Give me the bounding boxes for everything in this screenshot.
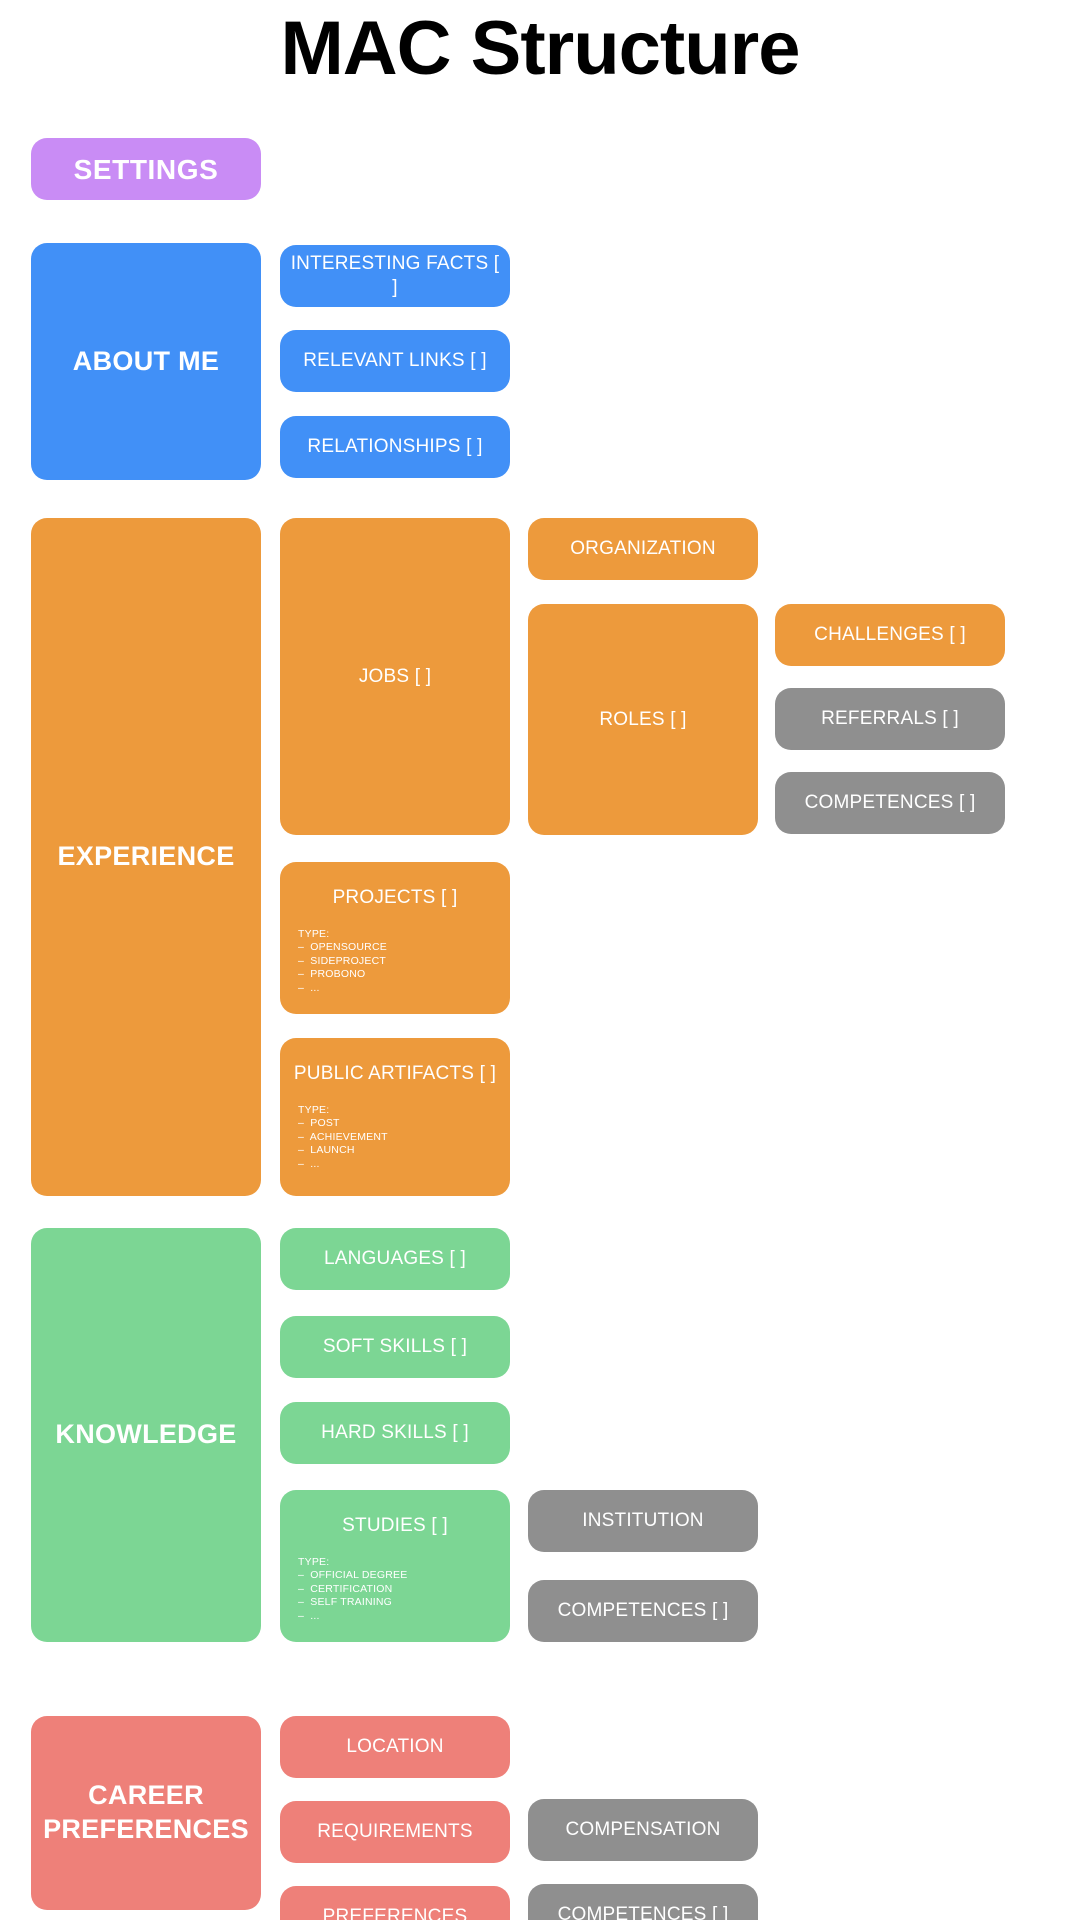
node-relevant-links[interactable]: RELEVANT LINKS [ ] xyxy=(280,330,510,392)
node-requirements-label: REQUIREMENTS xyxy=(317,1821,473,1843)
node-projects-type-item: – PROBONO xyxy=(298,968,366,981)
node-relevant-links-label: RELEVANT LINKS [ ] xyxy=(303,350,487,372)
node-interesting-facts-label: INTERESTING FACTS [ ] xyxy=(290,253,500,298)
node-preferences[interactable]: PREFERENCES xyxy=(280,1886,510,1920)
node-projects-types: TYPE: – OPENSOURCE – SIDEPROJECT – PROBO… xyxy=(280,910,510,996)
node-organization-label: ORGANIZATION xyxy=(570,538,716,560)
node-settings[interactable]: SETTINGS xyxy=(31,138,261,200)
node-projects-label: PROJECTS [ ] xyxy=(332,887,458,908)
node-referrals[interactable]: REFERRALS [ ] xyxy=(775,688,1005,750)
node-competences-experience-label: COMPETENCES [ ] xyxy=(804,792,976,814)
node-public-artifacts-label: PUBLIC ARTIFACTS [ ] xyxy=(293,1063,497,1084)
node-knowledge[interactable]: KNOWLEDGE xyxy=(31,1228,261,1642)
node-projects[interactable]: PROJECTS [ ] TYPE: – OPENSOURCE – SIDEPR… xyxy=(280,862,510,1014)
node-public-artifacts-type-item: – ... xyxy=(298,1157,320,1170)
node-projects-type-item: – OPENSOURCE xyxy=(298,941,387,954)
node-competences-career[interactable]: COMPETENCES [ ] xyxy=(528,1884,758,1920)
node-competences-knowledge-label: COMPETENCES [ ] xyxy=(557,1600,729,1622)
node-institution-label: INSTITUTION xyxy=(582,1510,704,1532)
node-roles-label: ROLES [ ] xyxy=(599,708,687,730)
node-public-artifacts-types: TYPE: – POST – ACHIEVEMENT – LAUNCH – ..… xyxy=(280,1086,510,1172)
node-studies-type-label: TYPE: xyxy=(298,1555,330,1568)
node-knowledge-label: KNOWLEDGE xyxy=(55,1419,237,1450)
node-hard-skills[interactable]: HARD SKILLS [ ] xyxy=(280,1402,510,1464)
node-studies-type-item: – CERTIFICATION xyxy=(298,1582,393,1595)
node-settings-label: SETTINGS xyxy=(73,153,219,185)
node-competences-experience[interactable]: COMPETENCES [ ] xyxy=(775,772,1005,834)
node-soft-skills[interactable]: SOFT SKILLS [ ] xyxy=(280,1316,510,1378)
node-studies-label: STUDIES [ ] xyxy=(342,1515,448,1536)
node-competences-knowledge[interactable]: COMPETENCES [ ] xyxy=(528,1580,758,1642)
node-studies-type-item: – ... xyxy=(298,1609,320,1622)
node-hard-skills-label: HARD SKILLS [ ] xyxy=(321,1422,469,1444)
node-public-artifacts[interactable]: PUBLIC ARTIFACTS [ ] TYPE: – POST – ACHI… xyxy=(280,1038,510,1196)
node-preferences-label: PREFERENCES xyxy=(322,1906,468,1920)
node-studies-type-item: – OFFICIAL DEGREE xyxy=(298,1569,408,1582)
node-institution[interactable]: INSTITUTION xyxy=(528,1490,758,1552)
node-competences-career-label: COMPETENCES [ ] xyxy=(557,1904,729,1920)
node-about-me-label: ABOUT ME xyxy=(72,345,220,376)
node-interesting-facts[interactable]: INTERESTING FACTS [ ] xyxy=(280,245,510,307)
node-referrals-label: REFERRALS [ ] xyxy=(821,708,959,730)
node-requirements[interactable]: REQUIREMENTS xyxy=(280,1801,510,1863)
node-languages-label: LANGUAGES [ ] xyxy=(324,1248,466,1270)
node-experience-label: EXPERIENCE xyxy=(57,841,235,872)
node-career-preferences[interactable]: CAREER PREFERENCES xyxy=(31,1716,261,1910)
node-studies[interactable]: STUDIES [ ] TYPE: – OFFICIAL DEGREE – CE… xyxy=(280,1490,510,1642)
node-compensation-label: COMPENSATION xyxy=(565,1819,721,1841)
node-about-me[interactable]: ABOUT ME xyxy=(31,243,261,480)
node-languages[interactable]: LANGUAGES [ ] xyxy=(280,1228,510,1290)
node-challenges-label: CHALLENGES [ ] xyxy=(814,624,966,646)
node-jobs[interactable]: JOBS [ ] xyxy=(280,518,510,835)
node-public-artifacts-type-label: TYPE: xyxy=(298,1103,330,1116)
node-projects-type-label: TYPE: xyxy=(298,927,330,940)
node-studies-types: TYPE: – OFFICIAL DEGREE – CERTIFICATION … xyxy=(280,1538,510,1624)
node-relationships[interactable]: RELATIONSHIPS [ ] xyxy=(280,416,510,478)
node-public-artifacts-type-item: – ACHIEVEMENT xyxy=(298,1130,388,1143)
node-location[interactable]: LOCATION xyxy=(280,1716,510,1778)
node-public-artifacts-type-item: – LAUNCH xyxy=(298,1144,355,1157)
node-location-label: LOCATION xyxy=(346,1736,444,1758)
node-jobs-label: JOBS [ ] xyxy=(358,665,432,687)
node-career-preferences-label: CAREER PREFERENCES xyxy=(43,1780,249,1844)
node-organization[interactable]: ORGANIZATION xyxy=(528,518,758,580)
node-compensation[interactable]: COMPENSATION xyxy=(528,1799,758,1861)
page-title: MAC Structure xyxy=(280,6,800,91)
node-roles[interactable]: ROLES [ ] xyxy=(528,604,758,835)
node-studies-type-item: – SELF TRAINING xyxy=(298,1596,393,1609)
node-relationships-label: RELATIONSHIPS [ ] xyxy=(307,436,483,458)
node-projects-type-item: – SIDEPROJECT xyxy=(298,954,386,967)
node-public-artifacts-type-item: – POST xyxy=(298,1117,340,1130)
node-soft-skills-label: SOFT SKILLS [ ] xyxy=(322,1336,468,1358)
node-challenges[interactable]: CHALLENGES [ ] xyxy=(775,604,1005,666)
node-projects-type-item: – ... xyxy=(298,981,320,994)
node-experience[interactable]: EXPERIENCE xyxy=(31,518,261,1196)
